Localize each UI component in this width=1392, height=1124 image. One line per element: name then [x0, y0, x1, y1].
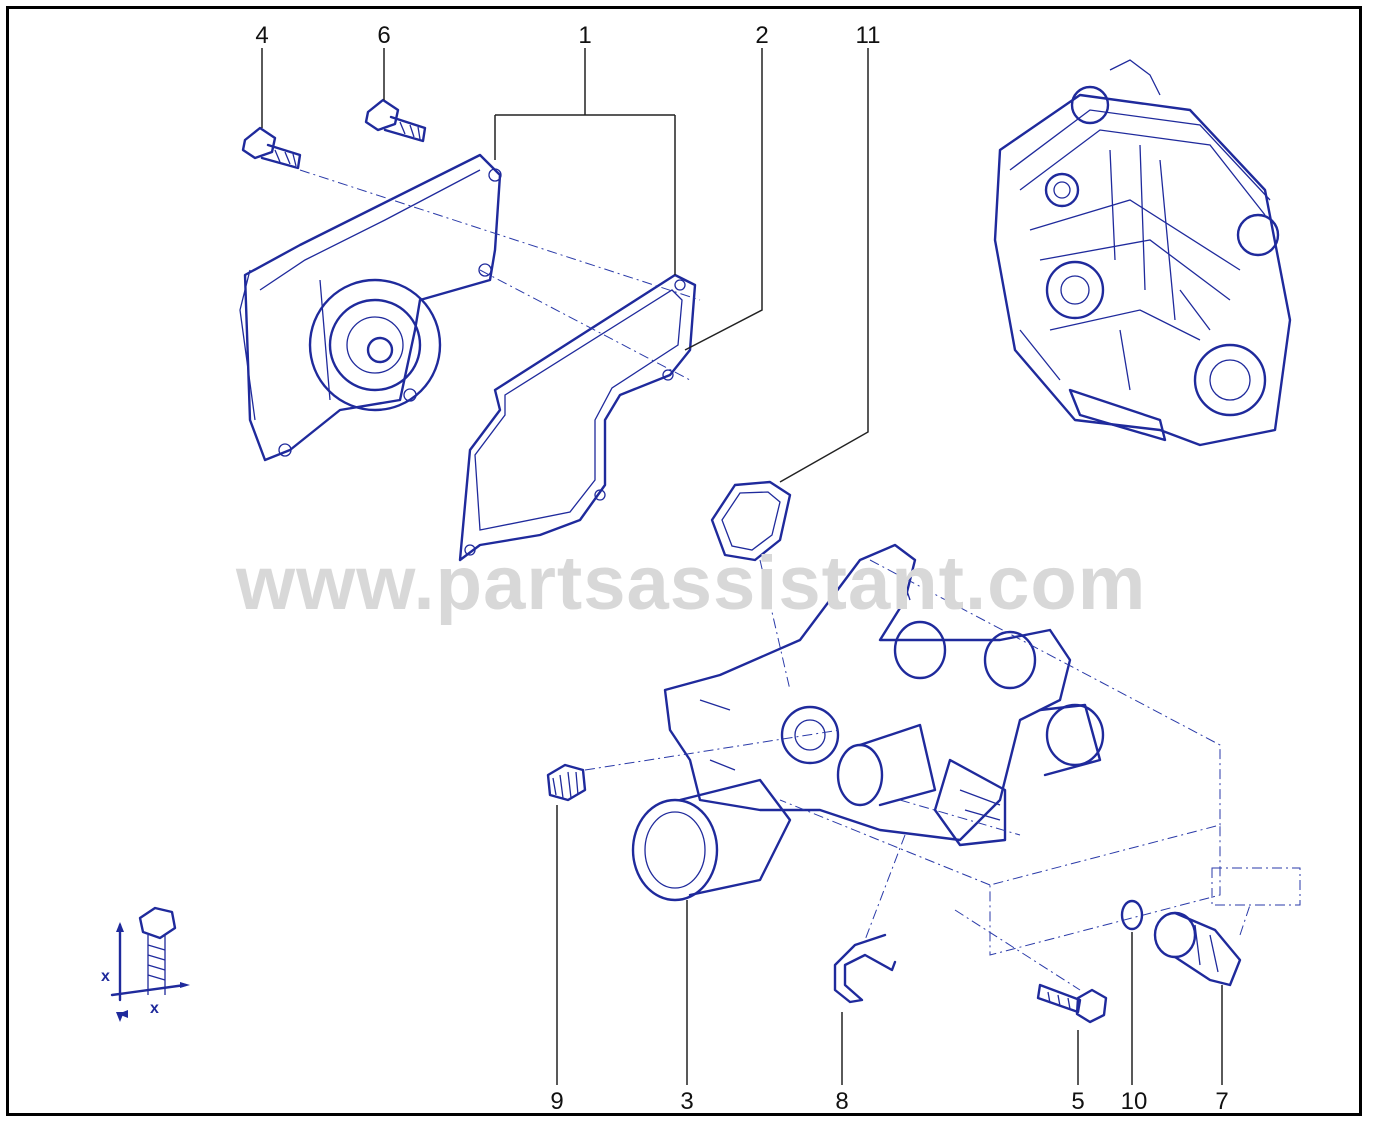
seal-ring-11	[710, 480, 792, 562]
bolt-5	[1036, 983, 1108, 1024]
callout-3: 3	[680, 1088, 694, 1115]
nut-9	[546, 763, 587, 802]
watermark: www.partsassistant.com	[236, 541, 1147, 626]
water-pump	[239, 153, 502, 462]
water-pump-gasket	[458, 273, 697, 562]
callout-5: 5	[1071, 1088, 1085, 1115]
callout-2: 2	[755, 22, 769, 49]
callout-10: 10	[1120, 1088, 1148, 1115]
callout-7: 7	[1215, 1088, 1229, 1115]
dimension-symbol	[110, 906, 190, 1022]
callout-9: 9	[550, 1088, 564, 1115]
clip-8	[833, 933, 897, 1004]
bolt-4	[241, 126, 302, 170]
assembly-box	[299, 169, 1301, 991]
dimension-label-vertical: x	[101, 968, 110, 985]
callout-1: 1	[578, 22, 592, 49]
dimension-label-horizontal: x	[150, 1000, 159, 1017]
leader-lines	[261, 48, 1223, 1085]
callout-11: 11	[855, 22, 881, 49]
callout-8: 8	[835, 1088, 849, 1115]
engine-illustration	[993, 59, 1292, 447]
callout-4: 4	[255, 22, 269, 49]
bolt-6	[364, 98, 427, 143]
temperature-sensor-7	[1153, 911, 1242, 987]
callout-6: 6	[377, 22, 391, 49]
diagram-frame	[6, 6, 1362, 1116]
thermostat-housing	[631, 543, 1105, 902]
o-ring-10	[1120, 899, 1144, 931]
